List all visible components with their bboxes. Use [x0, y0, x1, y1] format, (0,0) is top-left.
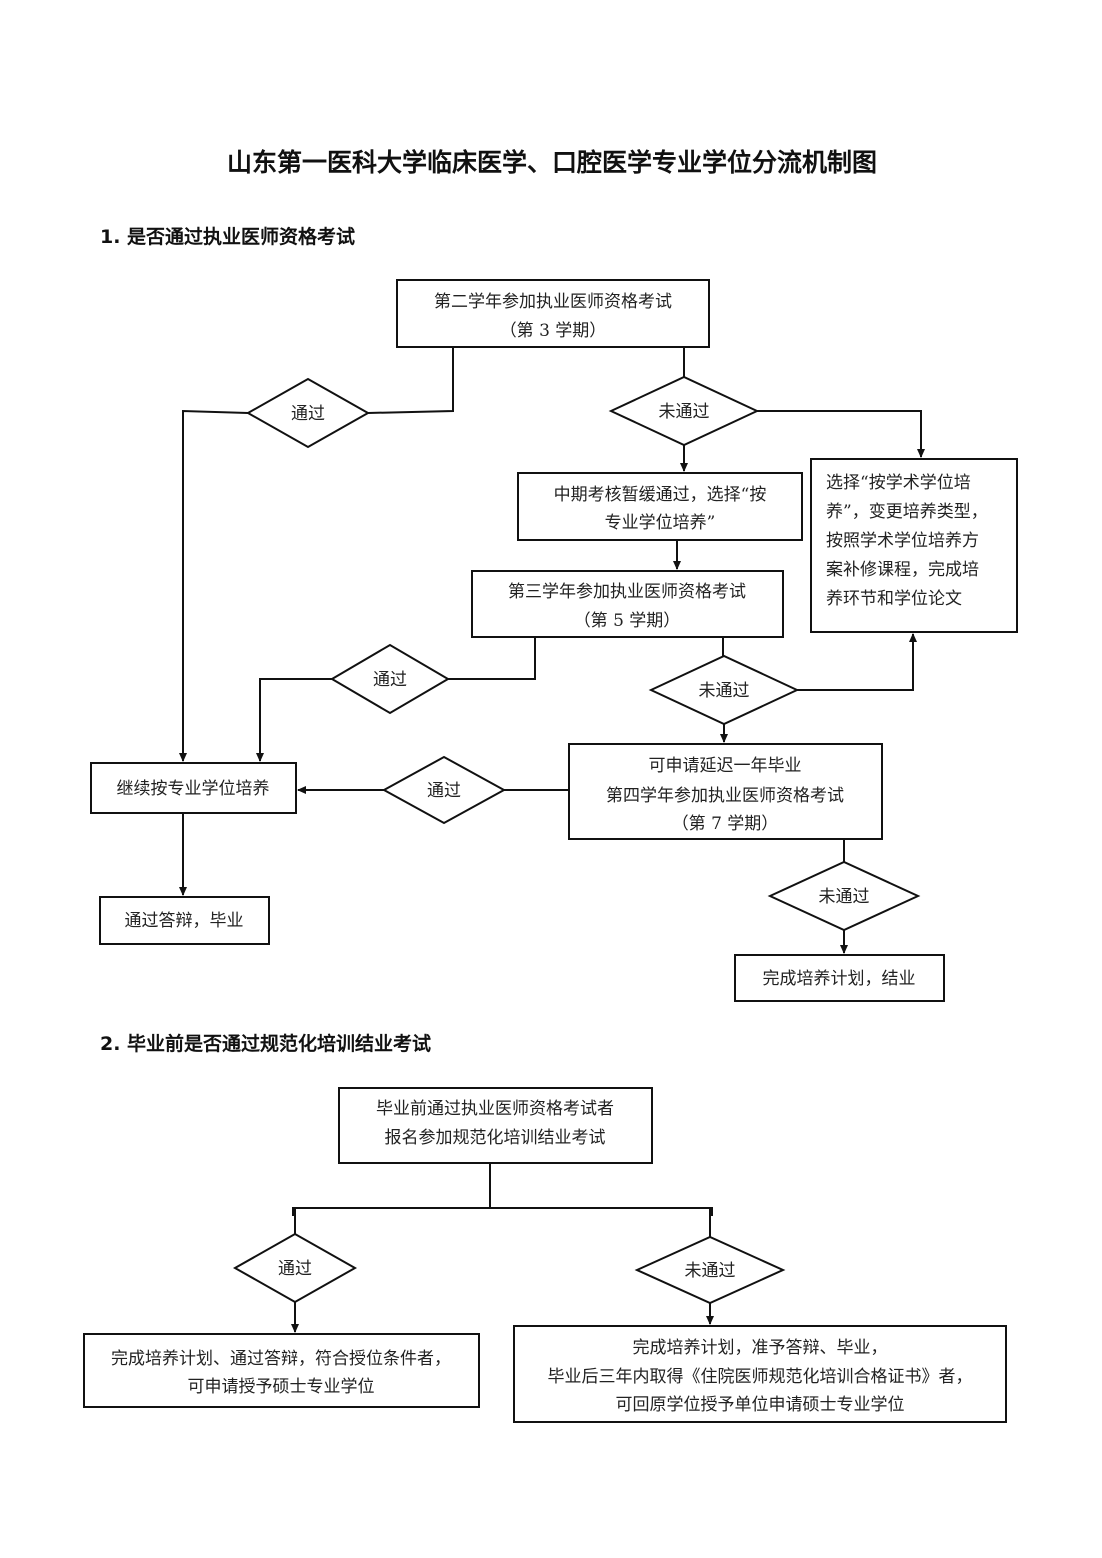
svg-text:完成培养计划，结业: 完成培养计划，结业	[763, 969, 916, 989]
svg-text:第三学年参加执业医师资格考试: 第三学年参加执业医师资格考试	[508, 582, 746, 602]
svg-text:通过: 通过	[291, 404, 325, 424]
graduate-box: 通过答辩，毕业	[99, 896, 270, 945]
svg-text:通过: 通过	[373, 670, 407, 690]
svg-text:可申请延迟一年毕业: 可申请延迟一年毕业	[649, 756, 802, 776]
svg-text:通过答辩，毕业: 通过答辩，毕业	[125, 911, 244, 931]
svg-text:可申请授予硕士专业学位: 可申请授予硕士专业学位	[188, 1377, 375, 1397]
svg-text:未通过: 未通过	[699, 681, 750, 701]
midterm-box: 中期考核暂缓通过，选择“按 专业学位培养”	[517, 472, 803, 541]
exam-year3-box: 第三学年参加执业医师资格考试 （第 5 学期）	[471, 570, 784, 638]
svg-text:毕业前通过执业医师资格考试者: 毕业前通过执业医师资格考试者	[376, 1099, 614, 1119]
svg-text:通过: 通过	[278, 1259, 312, 1279]
svg-text:报名参加规范化培训结业考试: 报名参加规范化培训结业考试	[385, 1128, 606, 1148]
fail-diamond-3: 未通过	[767, 860, 921, 932]
pass-diamond-2: 通过	[330, 643, 450, 715]
pass-diamond-1: 通过	[245, 377, 371, 449]
section1-heading: 1. 是否通过执业医师资格考试	[100, 225, 355, 248]
svg-text:按照学术学位培养方: 按照学术学位培养方	[826, 531, 979, 551]
fail-diamond-2: 未通过	[648, 654, 800, 726]
svg-text:未通过: 未通过	[819, 887, 870, 907]
svg-text:养环节和学位论文: 养环节和学位论文	[826, 589, 962, 609]
fail-diamond-1: 未通过	[608, 375, 760, 447]
pass-diamond-3: 通过	[381, 755, 507, 825]
svg-text:第四学年参加执业医师资格考试: 第四学年参加执业医师资格考试	[606, 786, 844, 806]
svg-text:继续按专业学位培养: 继续按专业学位培养	[117, 779, 270, 799]
continue-box: 继续按专业学位培养	[90, 762, 297, 814]
svg-text:选择“按学术学位培: 选择“按学术学位培	[826, 473, 971, 493]
page-title: 山东第一医科大学临床医学、口腔医学专业学位分流机制图	[227, 148, 877, 177]
svg-text:完成培养计划，准予答辩、毕业，: 完成培养计划，准予答辩、毕业，	[633, 1338, 888, 1358]
svg-text:（第 5 学期）: （第 5 学期）	[574, 611, 681, 631]
svg-text:养”，变更培养类型，: 养”，变更培养类型，	[826, 502, 988, 522]
svg-text:案补修课程，完成培: 案补修课程，完成培	[826, 560, 979, 580]
pass-diamond-4: 通过	[232, 1232, 358, 1304]
svg-text:毕业后三年内取得《住院医师规范化培训合格证书》者，: 毕业后三年内取得《住院医师规范化培训合格证书》者，	[548, 1367, 973, 1387]
connectors-section1	[179, 347, 925, 954]
svg-text:未通过: 未通过	[685, 1261, 736, 1281]
section2-heading: 2. 毕业前是否通过规范化培训结业考试	[100, 1032, 431, 1055]
svg-text:专业学位培养”: 专业学位培养”	[605, 513, 716, 533]
svg-text:完成培养计划、通过答辩，符合授位条件者，: 完成培养计划、通过答辩，符合授位条件者，	[111, 1349, 451, 1369]
exam-year2-box: 第二学年参加执业医师资格考试 （第 3 学期）	[396, 279, 710, 348]
complete-box: 完成培养计划，结业	[734, 954, 945, 1002]
fail-diamond-4: 未通过	[634, 1235, 786, 1305]
svg-text:（第 3 学期）: （第 3 学期）	[500, 321, 607, 341]
svg-text:未通过: 未通过	[659, 402, 710, 422]
academic-degree-box: 选择“按学术学位培 养”，变更培养类型， 按照学术学位培养方 案补修课程，完成培…	[810, 458, 1018, 633]
register-box: 毕业前通过执业医师资格考试者 报名参加规范化培训结业考试	[338, 1087, 653, 1164]
svg-text:可回原学位授予单位申请硕士专业学位: 可回原学位授予单位申请硕士专业学位	[616, 1395, 905, 1415]
svg-text:（第 7 学期）: （第 7 学期）	[672, 814, 779, 834]
pass-result-box: 完成培养计划、通过答辩，符合授位条件者， 可申请授予硕士专业学位	[83, 1333, 480, 1408]
svg-text:中期考核暂缓通过，选择“按: 中期考核暂缓通过，选择“按	[554, 485, 767, 505]
connectors-section2	[291, 1163, 714, 1333]
svg-text:通过: 通过	[427, 781, 461, 801]
svg-text:第二学年参加执业医师资格考试: 第二学年参加执业医师资格考试	[434, 292, 672, 312]
exam-year4-box: 可申请延迟一年毕业 第四学年参加执业医师资格考试 （第 7 学期）	[568, 743, 883, 840]
fail-result-box: 完成培养计划，准予答辩、毕业， 毕业后三年内取得《住院医师规范化培训合格证书》者…	[513, 1325, 1007, 1423]
